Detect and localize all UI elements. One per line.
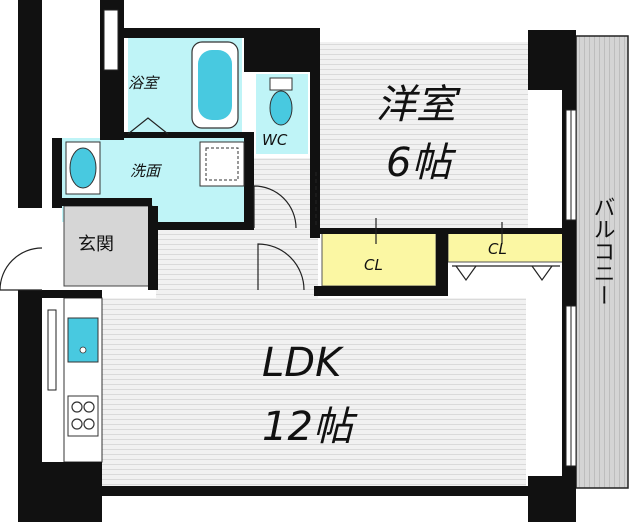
wc-label: WC [262, 131, 288, 149]
entrance-label: 玄関 [78, 234, 114, 255]
washbasin-icon [65, 141, 101, 195]
stove-icon [67, 395, 99, 437]
balcony-label: バルコニー [590, 196, 615, 306]
balcony-area [575, 35, 629, 489]
sink-icon [67, 317, 99, 363]
ldk-floor [102, 298, 526, 486]
washer-pan-icon [199, 141, 245, 187]
bath-label: 浴室 [128, 74, 160, 92]
western-room-name: 洋室 [376, 82, 461, 128]
closet-1-label: CL [364, 256, 383, 274]
western-room-floor [318, 42, 528, 228]
entrance-area [63, 205, 153, 287]
closet-2-label: CL [488, 240, 507, 258]
windows [47, 9, 577, 467]
washroom-label: 洗面 [130, 162, 163, 180]
hallway-floor [156, 230, 318, 298]
toilet-icon [269, 77, 293, 126]
bathtub-icon [191, 41, 239, 129]
western-room-size: 6帖 [386, 140, 456, 186]
ldk-size: 12帖 [262, 404, 358, 450]
hall-strip-floor [254, 158, 318, 230]
ldk-name: LDK [262, 340, 344, 386]
door-swing-icon [0, 117, 560, 291]
